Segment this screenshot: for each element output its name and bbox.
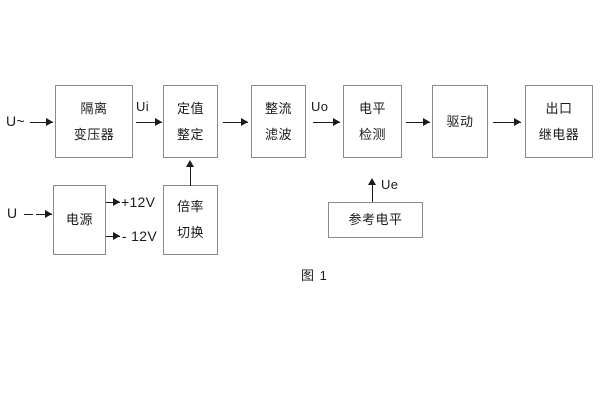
block-reference-level-line1: 参考电平 (348, 212, 403, 228)
block-isolation-transformer-line2: 变压器 (73, 126, 115, 142)
figure-caption: 图 1 (301, 268, 328, 283)
signal-label-pos12v: +12V (121, 194, 156, 210)
arrow-isolation-to-setting (136, 118, 162, 127)
block-setting-value-line1: 定值 (176, 100, 204, 116)
arrow-reference-level-to-level-detect (368, 178, 377, 202)
block-rectify-filter-line2: 滤波 (264, 126, 292, 142)
arrow-power-supply-pos12v (106, 198, 120, 207)
block-isolation-transformer: 隔离 变压器 (55, 85, 133, 158)
block-multiplier-switch-line2: 切换 (176, 225, 204, 240)
block-drive: 驱动 (432, 85, 488, 158)
block-output-relay-line1: 出口 (545, 100, 573, 116)
arrow-drive-to-output-relay (493, 118, 521, 127)
arrow-setting-to-rectify (223, 118, 248, 127)
arrow-rectify-to-level-detect (313, 118, 340, 127)
arrow-power-supply-neg12v (106, 232, 120, 241)
block-level-detect-line2: 检测 (358, 126, 386, 142)
block-rectify-filter-line1: 整流 (264, 100, 292, 116)
signal-label-uo: Uo (311, 99, 329, 114)
dash-dc-input (24, 214, 33, 215)
input-label-dc: U (7, 205, 18, 221)
block-power-supply-line1: 电源 (65, 212, 93, 228)
block-level-detect-line1: 电平 (358, 100, 386, 116)
signal-label-ue: Ue (381, 177, 399, 192)
block-setting-value-line2: 整定 (176, 126, 204, 142)
arrow-multiplier-switch-to-setting (186, 160, 195, 186)
input-label-ac: U~ (6, 113, 25, 129)
block-power-supply: 电源 (53, 185, 106, 255)
block-output-relay-line2: 继电器 (538, 126, 580, 142)
signal-label-neg12v: - 12V (122, 228, 157, 244)
block-isolation-transformer-line1: 隔离 (80, 100, 108, 116)
arrow-ac-to-isolation-transformer (30, 118, 53, 127)
block-multiplier-switch: 倍率 切换 (163, 185, 218, 255)
arrow-level-detect-to-drive (406, 118, 430, 127)
block-drive-line1: 驱动 (446, 113, 474, 129)
block-rectify-filter: 整流 滤波 (251, 85, 306, 158)
block-output-relay: 出口 继电器 (525, 85, 593, 158)
block-multiplier-switch-line1: 倍率 (176, 199, 204, 215)
arrow-dc-to-power-supply (36, 210, 52, 219)
block-setting-value: 定值 整定 (163, 85, 218, 158)
block-reference-level: 参考电平 (328, 202, 423, 238)
signal-label-ui: Ui (136, 99, 149, 114)
block-level-detect: 电平 检测 (343, 85, 402, 158)
